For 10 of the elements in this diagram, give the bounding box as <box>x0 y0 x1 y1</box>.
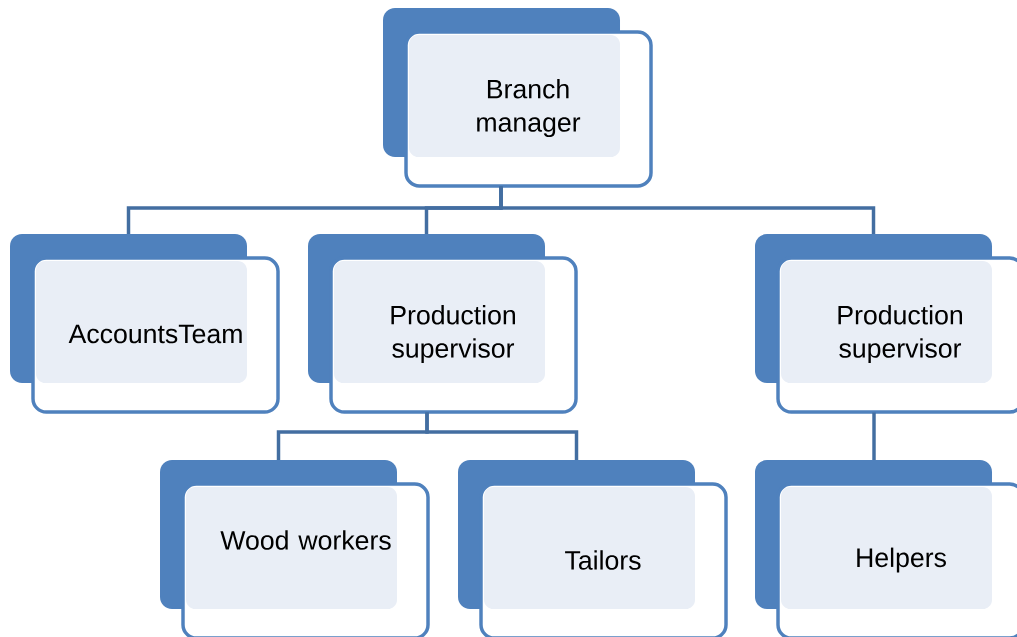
connector-line <box>872 412 876 460</box>
org-box: Production supervisor <box>755 234 1017 414</box>
connector-line <box>425 412 579 460</box>
org-box: Tailors <box>458 460 728 637</box>
org-box: Helpers <box>755 460 1017 637</box>
org-box: Wood workers <box>160 460 430 637</box>
org-box: Production supervisor <box>308 234 578 414</box>
org-box: AccountsTeam <box>10 234 280 414</box>
org-box: Branch manager <box>383 8 653 188</box>
connector-line <box>499 186 876 234</box>
